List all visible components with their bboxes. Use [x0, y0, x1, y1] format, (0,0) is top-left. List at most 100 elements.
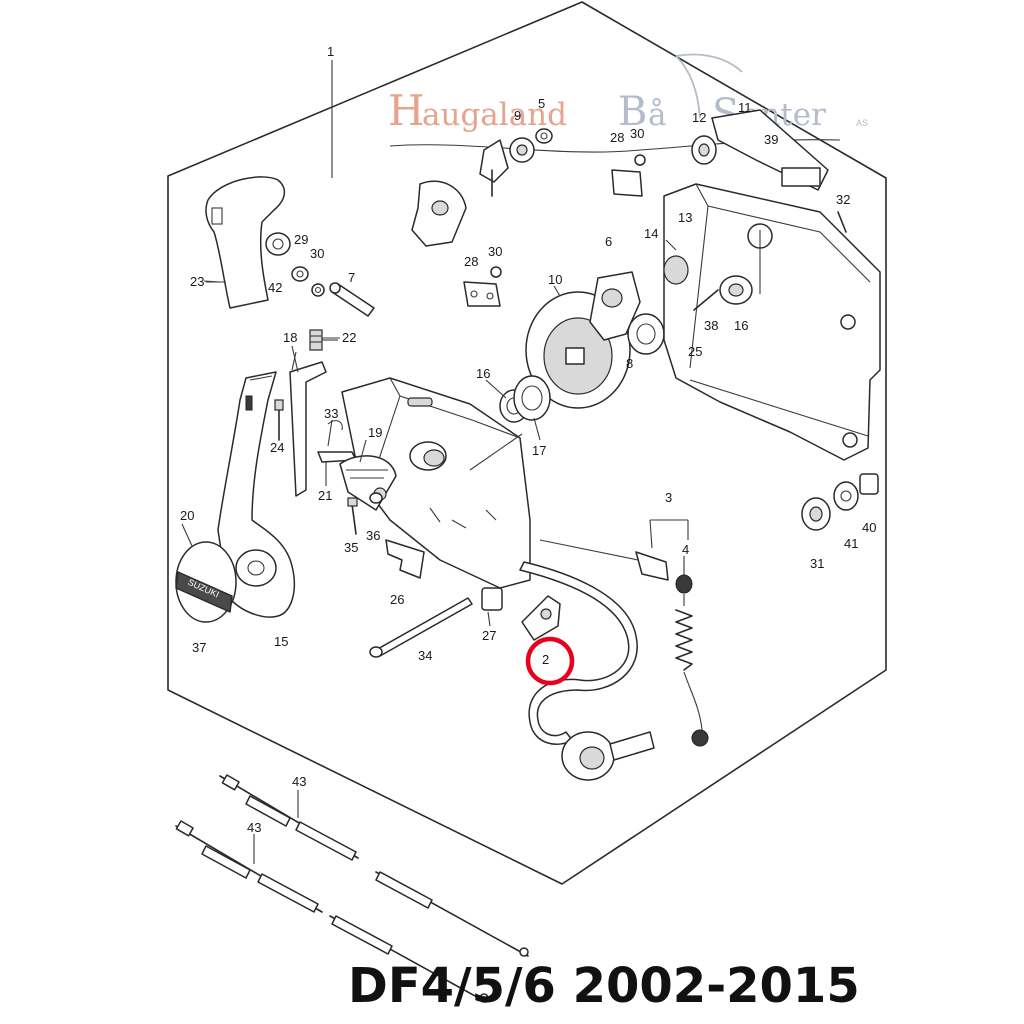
part-28-plate-left — [463, 281, 501, 307]
callout-4: 4 — [682, 542, 689, 557]
callout-20: 20 — [180, 508, 194, 523]
callout-3: 3 — [665, 490, 672, 505]
part-30-washer — [311, 283, 325, 297]
part-40-nut — [859, 473, 879, 495]
part-36-washer — [369, 492, 383, 504]
leader-lines — [181, 230, 761, 864]
callout-41: 41 — [844, 536, 858, 551]
part-7-pin — [329, 282, 375, 317]
part-35-bolt — [347, 497, 358, 535]
callout-37: 37 — [192, 640, 206, 655]
part-32-screw — [837, 211, 847, 233]
callout-43: 43 — [292, 774, 306, 789]
logo-letter-h: H — [388, 86, 425, 135]
callout-8: 8 — [626, 356, 633, 371]
part-41-washer — [833, 481, 859, 511]
part-9-throttle-cam — [479, 139, 509, 197]
part-6-shift-assembly — [589, 271, 665, 355]
callout-21: 21 — [318, 488, 332, 503]
callout-43-b: 43 — [247, 820, 261, 835]
part-17-ring — [513, 375, 551, 421]
callout-34: 34 — [418, 648, 432, 663]
callout-12: 12 — [692, 110, 706, 125]
callout-32: 32 — [836, 192, 850, 207]
part-20-cover-cap: SUZUKI — [175, 541, 237, 623]
logo-letter-b: B — [618, 89, 647, 135]
callout-16-b: 16 — [476, 366, 490, 381]
part-31-bushing — [801, 497, 831, 531]
logo-word-1: augaland — [422, 97, 567, 133]
callout-30-b: 30 — [488, 244, 502, 259]
callout-13: 13 — [678, 210, 692, 225]
model-title: DF4/5/6 2002-2015 — [348, 958, 860, 1014]
main-ignition-switch — [561, 731, 655, 781]
callout-18: 18 — [283, 330, 297, 345]
callout-39: 39 — [764, 132, 778, 147]
part-4-lanyard — [675, 574, 709, 747]
callout-6: 6 — [605, 234, 612, 249]
callout-29: 29 — [294, 232, 308, 247]
callout-42: 42 — [268, 280, 282, 295]
callout-14: 14 — [644, 226, 658, 241]
callout-19: 19 — [368, 425, 382, 440]
callout-30-c: 30 — [630, 126, 644, 141]
callout-25: 25 — [688, 344, 702, 359]
part-27-nut — [481, 587, 503, 611]
part-38-bolt — [693, 289, 719, 311]
callout-24: 24 — [270, 440, 284, 455]
part-3-stop-switch — [539, 539, 669, 581]
callout-1: 1 — [327, 44, 334, 59]
part-22-spring — [309, 329, 338, 351]
part-30-washer-c — [634, 154, 646, 166]
callout-10: 10 — [548, 272, 562, 287]
logo-anchor-mark — [675, 53, 743, 119]
part-18-detent-plate — [289, 351, 327, 497]
part-26-bracket — [385, 539, 425, 579]
callout-7: 7 — [348, 270, 355, 285]
right-side-plate — [663, 183, 881, 461]
part-shift-arm-upper — [411, 180, 467, 247]
callout-31: 31 — [810, 556, 824, 571]
diagram-frame — [167, 1, 887, 885]
callout-17: 17 — [532, 443, 546, 458]
part-34-long-bolt — [369, 597, 473, 658]
part-42-washer — [265, 232, 291, 256]
callout-16: 16 — [734, 318, 748, 333]
callout-numbers: 1 2 3 4 5 6 7 8 9 10 11 12 13 14 15 16 1… — [180, 44, 876, 835]
part-30-washer-b — [490, 266, 502, 278]
callout-22: 22 — [342, 330, 356, 345]
highlight-circle-part-2 — [525, 636, 575, 686]
part-5-bearing — [509, 128, 553, 163]
main-remote-control-housing — [341, 377, 531, 589]
callout-26: 26 — [390, 592, 404, 607]
callout-9: 9 — [514, 108, 521, 123]
callout-5: 5 — [538, 96, 545, 111]
callout-36: 36 — [366, 528, 380, 543]
logo-word-2: å — [648, 97, 666, 133]
part-43-cable-upper — [219, 774, 529, 957]
part-15-control-lever — [217, 371, 296, 618]
callout-40: 40 — [862, 520, 876, 535]
part-24-screw — [274, 399, 284, 441]
part-29-washer — [291, 266, 309, 282]
callout-35: 35 — [344, 540, 358, 555]
callout-11: 11 — [738, 100, 752, 115]
part-2-switch-bracket — [521, 595, 561, 641]
callout-23: 23 — [190, 274, 204, 289]
logo-suffix: AS — [856, 118, 868, 128]
callout-15: 15 — [274, 634, 288, 649]
callout-28-b: 28 — [610, 130, 624, 145]
callout-30: 30 — [310, 246, 324, 261]
part-11-12-lever-arm-top — [691, 109, 829, 191]
part-33-clip — [327, 420, 343, 431]
callout-28: 28 — [464, 254, 478, 269]
callout-27: 27 — [482, 628, 496, 643]
callout-38: 38 — [704, 318, 718, 333]
part-23-handle-grip — [203, 176, 286, 309]
part-28-plate-right — [611, 169, 643, 197]
main-switch-cable — [519, 561, 638, 745]
callout-2: 2 — [542, 652, 549, 667]
part-43-cable-lower — [175, 820, 489, 1003]
callout-33: 33 — [324, 406, 338, 421]
